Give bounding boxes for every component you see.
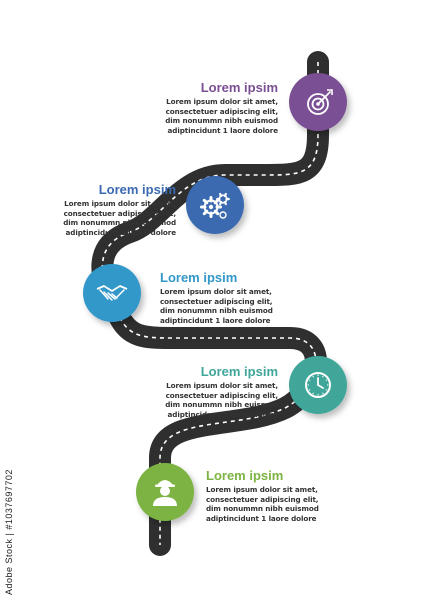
step-5-marker [136,463,194,521]
step-2-marker [186,176,244,234]
step-body: Lorem ipsum dolor sit amet, consectetuer… [206,485,376,523]
step-4-text: Lorem ipsim Lorem ipsum dolor sit amet, … [108,364,278,419]
step-body-line: consectetuer adipiscing elit, [160,296,273,306]
step-body-line: adiptincidunt 1 laore dolore [206,513,317,523]
step-body-line: dim nonummn nibh euismod [165,116,278,126]
step-2-text: Lorem ipsim Lorem ipsum dolor sit amet, … [6,182,176,237]
step-body: Lorem ipsum dolor sit amet, consectetuer… [108,381,278,419]
step-body-line: Lorem ipsum dolor sit amet, [166,97,278,106]
target-icon [307,89,333,115]
step-body-line: adiptincidunt 1 laore dolore [167,125,279,135]
step-body: Lorem ipsum dolor sit amet, consectetuer… [108,97,278,135]
step-3-text: Lorem ipsim Lorem ipsum dolor sit amet, … [160,270,330,325]
step-body-line: dim nonummn nibh euismod [160,306,273,316]
step-body-line: Lorem ipsum dolor sit amet, [160,287,272,296]
step-3-marker [83,264,141,322]
step-title: Lorem ipsim [98,182,176,197]
step-marker-circle [83,264,141,322]
step-body-line: consectetuer adipiscing elit, [165,390,279,400]
step-1-marker [289,73,347,131]
step-body: Lorem ipsum dolor sit amet, consectetuer… [160,287,330,325]
step-body-line: dim nonummn nibh euismod [165,400,278,410]
step-body-line: adiptincidunt 1 laore dolore [167,409,279,419]
clock-icon [305,372,331,398]
step-body-line: Lorem ipsum dolor sit amet, [166,381,278,390]
worker-icon [153,480,177,506]
handshake-icon [96,285,128,301]
step-body-line: dim nonummn nibh euismod [63,218,176,228]
step-body-line: consectetuer adipiscing elit, [165,106,279,116]
step-marker-circle [186,176,244,234]
step-title: Lorem ipsim [206,468,284,483]
step-body: Lorem ipsum dolor sit amet, consectetuer… [6,199,176,237]
step-body-line: consectetuer adipiscing elit, [63,208,177,218]
step-title: Lorem ipsim [160,270,238,285]
step-body-line: consectetuer adipiscing elit, [206,494,319,504]
step-title: Lorem ipsim [200,80,278,95]
step-body-line: adiptincidunt 1 laore dolore [160,315,271,325]
step-5-text: Lorem ipsim Lorem ipsum dolor sit amet, … [206,468,376,523]
step-marker-circle [289,73,347,131]
step-body-line: dim nonummn nibh euismod [206,504,319,514]
step-1-text: Lorem ipsim Lorem ipsum dolor sit amet, … [108,80,278,135]
step-body-line: Lorem ipsum dolor sit amet, [206,485,318,494]
step-body-line: Lorem ipsum dolor sit amet, [64,199,176,208]
step-body-line: adiptincidunt 1 laore dolore [65,227,177,237]
step-4-marker [289,356,347,414]
watermark-text: Adobe Stock | #1037697702 [4,469,14,595]
step-title: Lorem ipsim [200,364,278,379]
gears-icon [200,192,230,219]
